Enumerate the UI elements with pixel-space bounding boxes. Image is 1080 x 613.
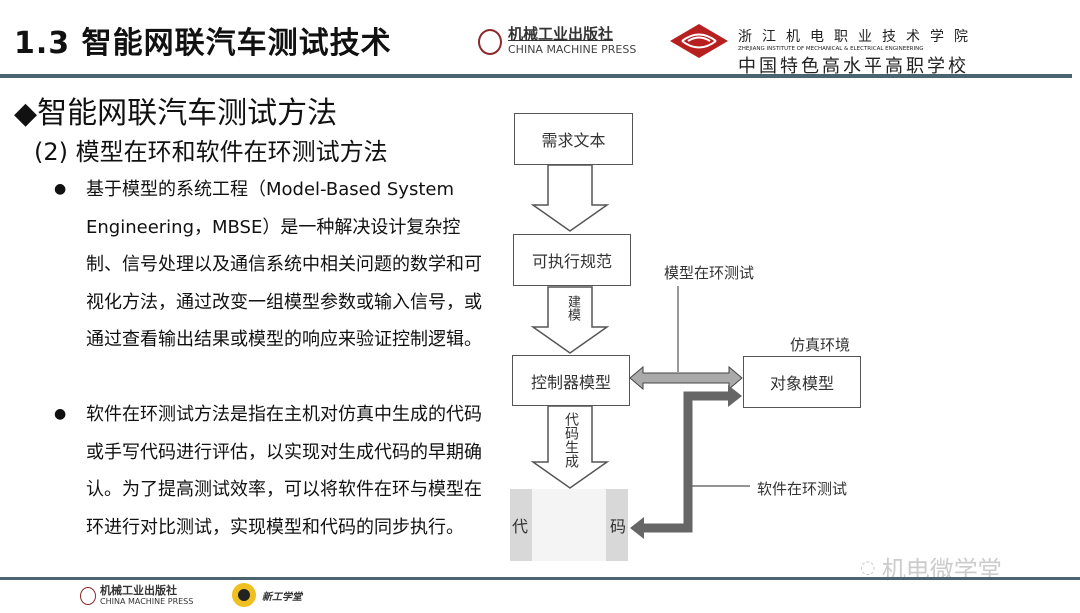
school-slogan: 中国特色高水平高职学校 — [738, 56, 969, 77]
bullet-text: 基于模型的系统工程（Model-Based System Engineering… — [86, 179, 482, 350]
brand-circle-icon — [232, 583, 256, 607]
sil-arrow — [642, 391, 730, 533]
code-label-right: 码 — [609, 517, 626, 536]
publisher-name-cn: 机械工业出版社 — [508, 25, 614, 43]
bullet-icon: ● — [54, 181, 67, 197]
bullet-icon: ● — [54, 406, 67, 422]
footer-divider — [0, 577, 1080, 580]
box-executable-spec: 可执行规范 — [513, 234, 631, 286]
label-sil-test: 软件在环测试 — [757, 480, 848, 498]
code-label-left: 代 — [512, 517, 529, 536]
label-simulation-env: 仿真环境 — [790, 336, 851, 354]
footer-publisher-en: CHINA MACHINE PRESS — [100, 597, 194, 606]
gear-icon — [80, 587, 96, 605]
label-code-generation: 代码生成 — [563, 412, 579, 468]
bullet-text: 软件在环测试方法是指在主机对仿真中生成的代码或手写代码进行评估，以实现对生成代码… — [86, 404, 482, 538]
mil-double-arrow — [629, 365, 743, 391]
code-image: 代 码 — [510, 489, 628, 561]
wechat-icon: ◌ — [860, 557, 876, 578]
school-name-cn: 浙江机电职业技术学院 — [738, 29, 978, 45]
subsection-heading: (2) 模型在环和软件在环测试方法 — [34, 138, 388, 166]
label-modeling: 建模 — [565, 295, 580, 321]
footer-brand-logo: 新工学堂 — [232, 583, 302, 607]
arrow-down — [530, 286, 610, 354]
publisher-name-en: CHINA MACHINE PRESS — [508, 43, 637, 56]
bullet-item: ● 基于模型的系统工程（Model-Based System Engineerin… — [54, 171, 494, 359]
arrow-down — [530, 405, 610, 489]
bullet-item: ● 软件在环测试方法是指在主机对仿真中生成的代码或手写代码进行评估，以实现对生成代… — [54, 396, 494, 546]
school-name-en: ZHEJIANG INSTITUTE OF MECHANICAL & ELECT… — [738, 46, 924, 52]
box-requirements: 需求文本 — [514, 113, 633, 165]
box-plant-model: 对象模型 — [743, 356, 861, 408]
footer-publisher-cn: 机械工业出版社 — [100, 584, 177, 597]
code-listing — [532, 489, 606, 561]
box-controller-model: 控制器模型 — [512, 355, 630, 406]
brand-name: 新工学堂 — [262, 591, 302, 603]
arrow-down — [530, 164, 610, 232]
school-emblem-icon — [670, 24, 728, 58]
header-divider — [0, 74, 1072, 78]
school-logo — [668, 22, 730, 60]
gear-icon — [478, 29, 502, 55]
label-mil-test: 模型在环测试 — [664, 264, 755, 282]
section-heading: ◆智能网联汽车测试方法 — [14, 96, 338, 131]
slide-title: 1.3 智能网联汽车测试技术 — [14, 26, 392, 61]
